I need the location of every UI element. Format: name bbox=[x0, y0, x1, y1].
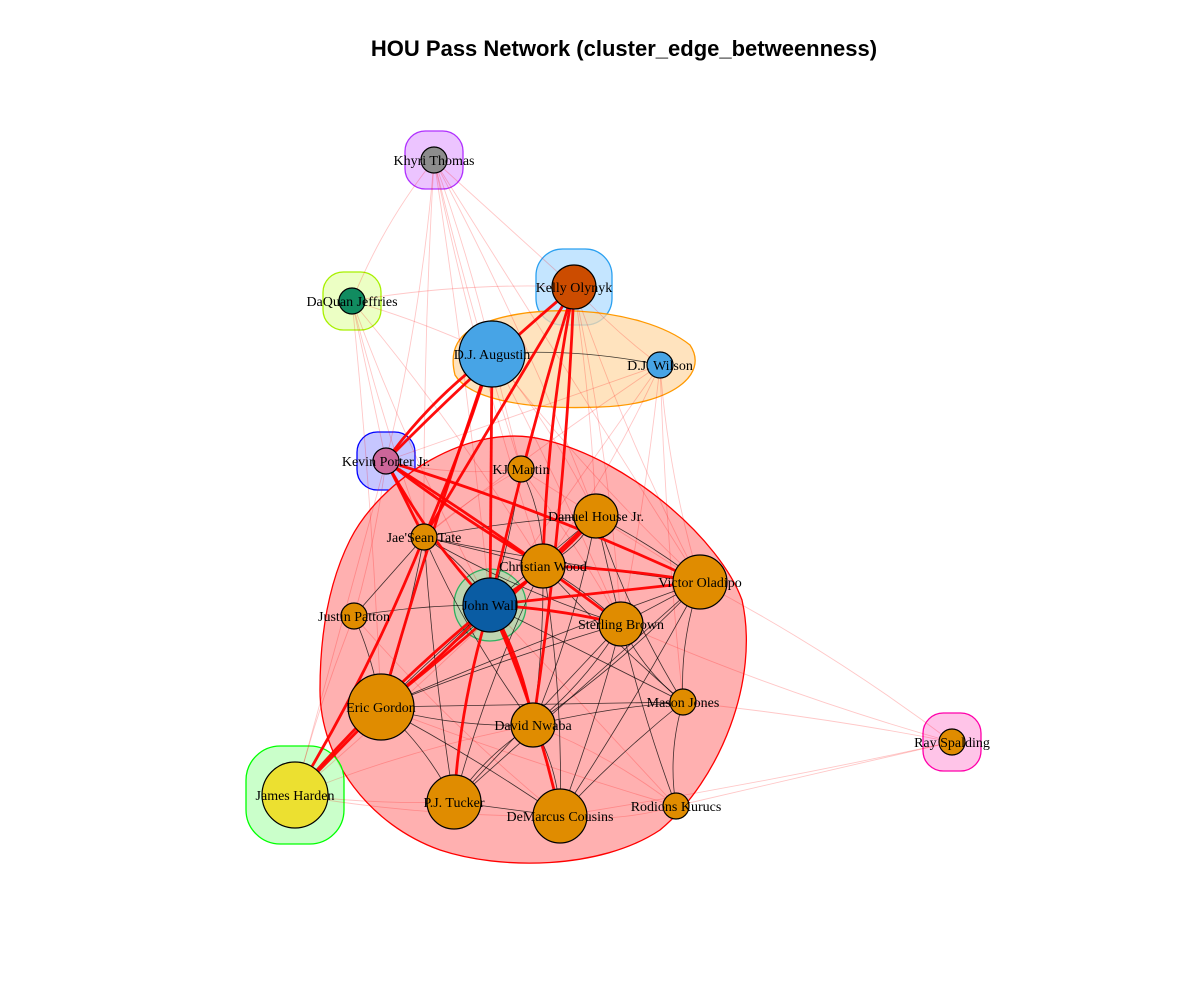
pass-edge-christian-tucker bbox=[453, 565, 544, 803]
faint-edge-kelly-sterling bbox=[573, 286, 622, 625]
node-label-daquan: DaQuan Jeffries bbox=[306, 295, 397, 310]
faint-edge-khyri-danuel bbox=[433, 159, 597, 517]
faint-edge-ray-cousins bbox=[559, 741, 953, 817]
pass-edge-danuel-nwaba bbox=[532, 515, 597, 726]
strong-edge-augustin-wall bbox=[488, 353, 494, 606]
node-label-mason: Mason Jones bbox=[647, 696, 720, 711]
faint-edge-djwilson-christian bbox=[542, 364, 661, 567]
node-label-wall: John Wall bbox=[462, 599, 518, 614]
node-label-danuel: Danuel House Jr. bbox=[548, 510, 644, 525]
pass-edge-oladipo-gordon bbox=[380, 581, 701, 708]
node-kelly[interactable] bbox=[551, 264, 597, 310]
pass-edge-jaesean-nwaba bbox=[423, 536, 534, 726]
faint-edge-harden-kpj bbox=[294, 460, 387, 796]
pass-edge-sterling-kurucs bbox=[620, 623, 677, 807]
node-label-kjmartin: KJ Martin bbox=[492, 463, 549, 478]
faint-edge-ray-oladipo bbox=[699, 581, 953, 743]
node-daquan[interactable] bbox=[338, 287, 366, 315]
node-label-gordon: Eric Gordon bbox=[346, 701, 416, 716]
pass-edge-christian-cousins bbox=[542, 565, 561, 817]
chart-title: HOU Pass Network (cluster_edge_betweenne… bbox=[370, 36, 878, 61]
node-label-harden: James Harden bbox=[256, 789, 335, 804]
node-djwilson[interactable] bbox=[646, 351, 674, 379]
faint-edge-kurucs-gordon bbox=[380, 706, 677, 807]
node-label-jaesean: Jae'Sean Tate bbox=[387, 531, 462, 546]
node-nwaba[interactable] bbox=[510, 702, 556, 748]
node-label-augustin: D.J. Augustin bbox=[454, 348, 531, 363]
node-kjmartin[interactable] bbox=[507, 455, 535, 483]
faint-edge-khyri-kpj bbox=[385, 159, 435, 462]
strong-edge-harden-jaesean bbox=[293, 536, 426, 796]
node-label-kpj: Kevin Porter Jr. bbox=[342, 455, 430, 470]
node-jaesean[interactable] bbox=[410, 523, 438, 551]
node-cousins[interactable] bbox=[532, 788, 588, 844]
node-augustin[interactable] bbox=[458, 320, 526, 388]
faint-edge-khyri-oladipo bbox=[433, 159, 701, 583]
node-wall[interactable] bbox=[462, 577, 518, 633]
cluster-hulls bbox=[245, 130, 982, 864]
faint-edge-djwilson-kpj bbox=[385, 364, 661, 462]
faint-edge-djwilson-jaesean bbox=[423, 364, 661, 538]
node-label-djwilson: D.J. Wilson bbox=[627, 359, 693, 374]
node-sterling[interactable] bbox=[598, 601, 644, 647]
faint-edge-daquan-kelly bbox=[351, 285, 575, 302]
pass-edge-oladipo-tucker bbox=[453, 581, 701, 803]
faint-edge-daquan-gordon bbox=[351, 300, 382, 708]
node-khyri[interactable] bbox=[420, 146, 448, 174]
node-label-sterling: Sterling Brown bbox=[578, 618, 664, 633]
faint-edge-daquan-kpj bbox=[351, 300, 387, 462]
player-nodes bbox=[261, 146, 966, 844]
faint-edge-ray-kurucs bbox=[675, 741, 953, 807]
faint-edge-augustin-sterling bbox=[491, 353, 622, 625]
faint-edge-djwilson-mason bbox=[659, 364, 684, 703]
strong-edge-kelly-jaesean bbox=[422, 286, 576, 538]
faint-edge-kelly-oladipo bbox=[573, 286, 701, 583]
node-label-patton: Justin Patton bbox=[318, 610, 390, 625]
node-kpj[interactable] bbox=[372, 447, 400, 475]
faint-edge-khyri-kelly bbox=[433, 159, 575, 288]
node-tucker[interactable] bbox=[426, 774, 482, 830]
node-danuel[interactable] bbox=[573, 493, 619, 539]
faint-edge-djwilson-wall bbox=[489, 364, 661, 606]
node-oladipo[interactable] bbox=[672, 554, 728, 610]
node-mason[interactable] bbox=[669, 688, 697, 716]
strong-edge-kelly-christian bbox=[541, 286, 576, 567]
faint-edge-augustin-oladipo bbox=[491, 353, 701, 583]
faint-edge-khyri-daquan bbox=[351, 159, 435, 302]
faint-edge-ray-mason bbox=[682, 701, 953, 743]
pass-edge-jaesean-tucker bbox=[423, 536, 455, 803]
node-label-cousins: DeMarcus Cousins bbox=[507, 810, 614, 825]
node-christian[interactable] bbox=[520, 543, 566, 589]
node-label-oladipo: Victor Oladipo bbox=[658, 576, 742, 591]
node-label-christian: Christian Wood bbox=[499, 560, 587, 575]
strong-edge-kelly-wall bbox=[488, 286, 576, 606]
faint-edge-daquan-christian bbox=[351, 300, 544, 567]
node-label-kelly: Kelly Olynyk bbox=[536, 281, 613, 296]
faint-edge-daquan-wall bbox=[351, 300, 491, 606]
faint-edge-patton-kpj bbox=[353, 460, 387, 617]
node-gordon[interactable] bbox=[347, 673, 415, 741]
node-patton[interactable] bbox=[340, 602, 368, 630]
faint-edge-khyri-kjmartin bbox=[433, 159, 522, 470]
faint-edge-ray-sterling bbox=[620, 623, 953, 743]
node-label-tucker: P.J. Tucker bbox=[423, 796, 484, 811]
node-label-kurucs: Rodions Kurucs bbox=[631, 800, 722, 815]
node-label-ray: Ray Spalding bbox=[914, 736, 990, 751]
faint-edge-harden-cousins bbox=[294, 794, 561, 817]
node-label-nwaba: David Nwaba bbox=[494, 719, 572, 734]
node-harden[interactable] bbox=[261, 761, 329, 829]
node-ray[interactable] bbox=[938, 728, 966, 756]
strong-edge-kelly-nwaba bbox=[531, 286, 576, 726]
pass-edge-oladipo-cousins bbox=[559, 581, 701, 817]
faint-edge-kelly-danuel bbox=[573, 286, 597, 517]
node-label-khyri: Khyri Thomas bbox=[393, 154, 474, 169]
node-kurucs[interactable] bbox=[662, 792, 690, 820]
